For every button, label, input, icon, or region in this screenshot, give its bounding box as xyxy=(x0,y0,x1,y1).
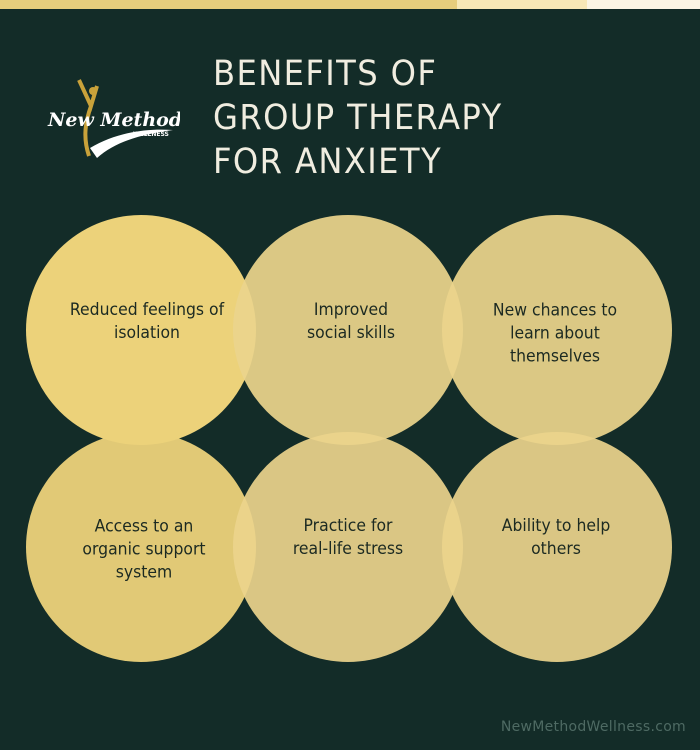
benefit-label: Ability to help others xyxy=(501,516,611,559)
benefit-label: Access to an organic support system xyxy=(82,516,206,583)
logo-subtext: WELLNESS xyxy=(133,131,169,138)
benefit-circle xyxy=(233,215,463,445)
benefit-label: Reduced feelings of isolation xyxy=(69,300,225,343)
benefit-circle xyxy=(26,432,256,662)
benefit-label: Improved social skills xyxy=(307,300,395,343)
title-line: BENEFITS OF xyxy=(213,54,438,94)
top-color-bar xyxy=(0,0,700,9)
benefit-label: New chances to learn about themselves xyxy=(492,300,618,367)
website-url: NewMethodWellness.com xyxy=(500,719,686,735)
new-method-wellness-logo: New Method WELLNESS xyxy=(45,78,182,163)
page-title: BENEFITS OF GROUP THERAPY FOR ANXIETY xyxy=(213,52,528,184)
title-line: GROUP THERAPY xyxy=(213,98,503,138)
benefit-circle xyxy=(233,432,463,662)
top-bar-segment xyxy=(0,0,457,9)
top-bar-segment xyxy=(587,0,700,9)
title-line: FOR ANXIETY xyxy=(213,142,443,182)
benefit-circle xyxy=(26,215,256,445)
logo-text: New Method xyxy=(47,109,180,131)
benefit-circle xyxy=(442,432,672,662)
benefit-label: Practice for real-life stress xyxy=(292,516,404,559)
benefit-circle xyxy=(442,215,672,445)
figure-swoosh-logo-icon: New Method WELLNESS xyxy=(47,79,182,158)
top-bar-segment xyxy=(457,0,587,9)
